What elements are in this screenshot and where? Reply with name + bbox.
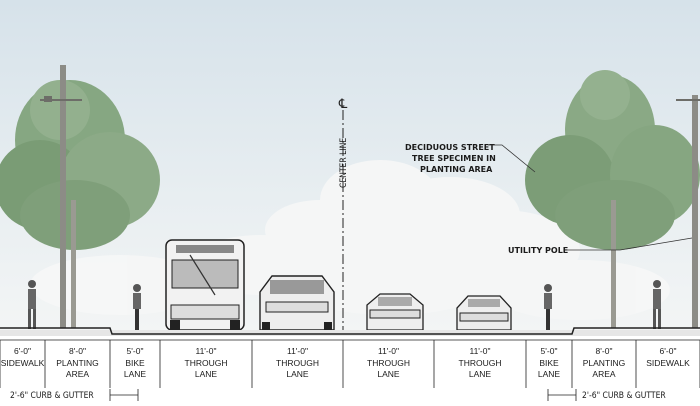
segment-name: SIDEWALK [1,358,45,368]
tree-callout: DECIDUOUS STREET TREE SPECIMEN IN PLANTI… [405,143,536,174]
segment-labels: 6'-0"SIDEWALK8'-0"PLANTINGAREA5'-0"BIKEL… [0,340,700,388]
right-pedestrian [653,280,661,329]
left-utility-pole [40,65,82,328]
pole-callout-label: UTILITY POLE [508,246,568,255]
segment-name: LANE [195,369,218,379]
segment-name: AREA [592,369,615,379]
right-cyclist [544,284,552,330]
segment-name: PLANTING [56,358,99,368]
segment-name: THROUGH [459,358,502,368]
segment-name: BIKE [539,358,559,368]
curb-gutter-right: 2'-6" CURB & GUTTER [547,389,666,401]
road-profile [0,327,700,341]
segment-width: 8'-0" [69,346,86,356]
segment-width: 5'-0" [541,346,558,356]
right-tree [525,70,700,328]
segment-name: LANE [124,369,147,379]
segment-width: 11'-0" [469,346,490,356]
segment-width: 11'-0" [287,346,308,356]
segment-name: LANE [286,369,309,379]
tree-callout-line-1: DECIDUOUS STREET [405,143,495,152]
segment-width: 5'-0" [127,346,144,356]
segment-width: 11'-0" [378,346,399,356]
segment-width: 8'-0" [596,346,613,356]
segment-name: THROUGH [276,358,319,368]
segment-name: LANE [469,369,492,379]
left-pedestrian [28,280,36,329]
segment-name: BIKE [125,358,145,368]
left-cyclist [133,284,141,330]
sedan [366,293,424,331]
segment-width: 11'-0" [195,346,216,356]
left-tree [0,80,160,328]
center-line: ℄ CENTER LINE [338,97,349,330]
segment-width: 6'-0" [660,346,677,356]
bus [165,239,245,331]
sports-car [456,295,512,331]
tree-callout-line-3: PLANTING AREA [420,165,493,174]
segment-width: 6'-0" [14,346,31,356]
suv [259,275,335,331]
segment-name: PLANTING [583,358,626,368]
pole-callout: UTILITY POLE [508,237,693,255]
segment-name: LANE [538,369,561,379]
curb-gutter-left-label: 2'-6" CURB & GUTTER [10,391,94,401]
center-line-label: CENTER LINE [339,138,349,188]
curb-gutter-right-label: 2'-6" CURB & GUTTER [582,391,666,401]
segment-name: THROUGH [367,358,410,368]
segment-name: THROUGH [185,358,228,368]
segment-name: SIDEWALK [646,358,690,368]
segment-name: AREA [66,369,89,379]
curb-gutter-left: 2'-6" CURB & GUTTER [10,389,139,401]
center-line-symbol: ℄ [338,97,348,112]
segment-name: LANE [377,369,400,379]
right-utility-pole [676,95,700,328]
tree-callout-line-2: TREE SPECIMEN IN [412,154,496,163]
